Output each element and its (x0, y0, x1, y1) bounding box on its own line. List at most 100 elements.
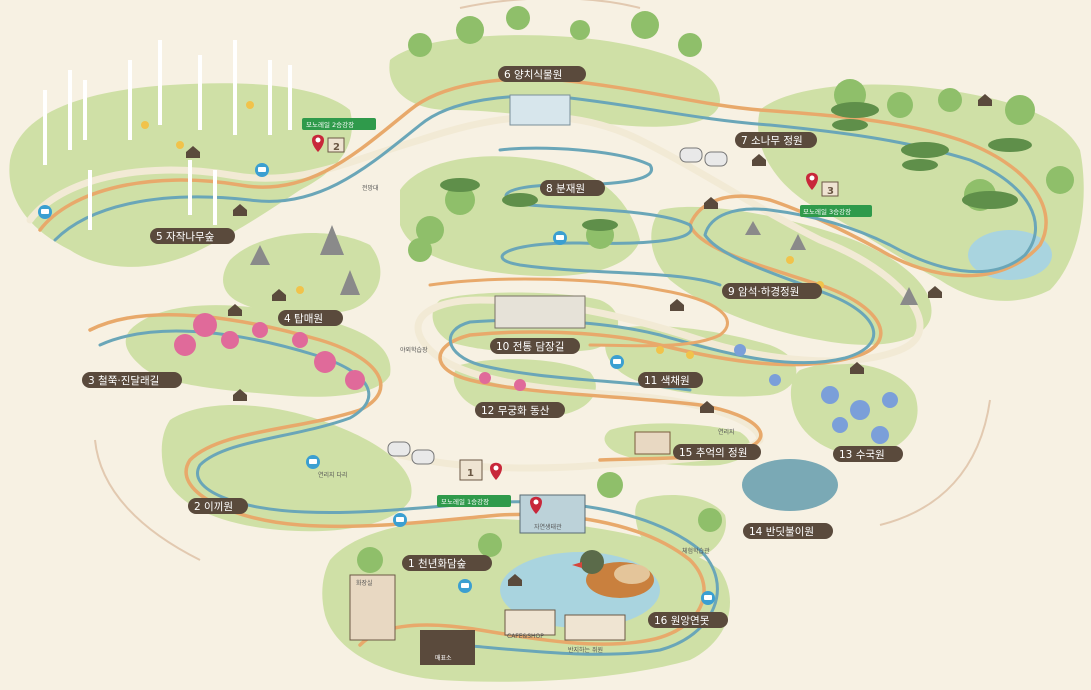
path-bonsai-teal (498, 146, 722, 287)
land-azalea (125, 305, 391, 397)
bus-icon[interactable] (393, 513, 407, 527)
decorative-arrows (94, 0, 991, 561)
pin-station-2[interactable] (312, 134, 324, 152)
arrow-top (459, 0, 641, 9)
ticket-building (420, 630, 475, 665)
zone-label-8: 8 분재원 (540, 180, 605, 196)
eco-center-label: 자연생태관 (534, 523, 562, 531)
memory-house (634, 431, 671, 455)
shelter-icon (228, 304, 242, 316)
bus-icon[interactable] (610, 355, 624, 369)
svg-text:13 수국원: 13 수국원 (839, 449, 885, 461)
rocks (250, 221, 918, 305)
outdoor-class-label: 야외학습장 (400, 346, 428, 354)
svg-text:2: 2 (333, 142, 340, 153)
land-center (400, 156, 640, 277)
restroom-label: 화장실 (356, 579, 373, 587)
station-2[interactable]: 모노레일 2승강장 2 (302, 118, 376, 153)
location-pins (312, 134, 818, 514)
pin-eco-center[interactable] (530, 496, 542, 514)
station-3[interactable]: 모노레일 3승강장 3 (800, 181, 872, 217)
traditional-wall (494, 295, 586, 329)
bus-icon[interactable] (458, 579, 472, 593)
bus-icon[interactable] (255, 163, 269, 177)
shelter-icon (233, 389, 247, 401)
book-label: 반지하는 쥐원 (568, 646, 603, 654)
svg-text:12 무궁화 동산: 12 무궁화 동산 (481, 405, 550, 417)
pin-station-3[interactable] (806, 172, 818, 190)
zone-label-5: 5 자작나무숲 (150, 228, 235, 244)
path-lower-orange (88, 312, 706, 647)
shelter-icon (978, 94, 992, 106)
bus-icon[interactable] (38, 205, 52, 219)
svg-text:모노레일 1승강장: 모노레일 1승강장 (441, 497, 489, 506)
station-1-house (459, 459, 483, 481)
shelter-icon (752, 154, 766, 166)
shelter-icon (928, 286, 942, 298)
svg-text:모노레일 3승강장: 모노레일 3승강장 (803, 207, 851, 216)
bus-icon[interactable] (701, 591, 715, 605)
restroom-building (349, 574, 396, 641)
bus-stop-icons (38, 163, 715, 605)
hydrangea-flowers (734, 344, 898, 444)
svg-text:1: 1 (467, 468, 474, 479)
svg-text:11 색채원: 11 색채원 (644, 375, 690, 387)
svg-text:3 철쭉·진달래길: 3 철쭉·진달래길 (88, 374, 159, 387)
shelter-icon (670, 299, 684, 311)
book-building (564, 614, 626, 641)
bus-icon[interactable] (306, 455, 320, 469)
shelter-icon (186, 146, 200, 158)
ticket-label: 매표소 (435, 654, 452, 662)
experience-label: 체험학습관 (682, 547, 710, 555)
svg-text:모노레일 2승강장: 모노레일 2승강장 (306, 120, 354, 129)
arrow-right (879, 399, 991, 526)
zone-label-12: 12 무궁화 동산 (475, 402, 565, 418)
zone-label-10: 10 전통 담장길 (490, 338, 580, 354)
zone-label-3: 3 철쭉·진달래길 (82, 372, 182, 388)
svg-text:3: 3 (827, 186, 834, 197)
observatory-label: 전망대 (362, 184, 379, 192)
round-trees (357, 6, 1074, 573)
birch-trees (43, 40, 292, 230)
path-center-loop-orange (428, 277, 729, 348)
shelter-icon (850, 362, 864, 374)
cafe-label: CAFE&SHOP (507, 633, 544, 640)
pond-pine-garden (968, 230, 1052, 280)
shelter-icon (508, 574, 522, 586)
station-3-house (821, 181, 839, 197)
pin-station-1[interactable] (490, 462, 502, 480)
station-1[interactable]: 모노레일 1승강장 1 (437, 459, 511, 507)
shelter-icon (700, 401, 714, 413)
mandarin-duck-illustration (572, 550, 654, 598)
yeonri-bridge-label: 연리지 다리 (318, 471, 348, 479)
svg-text:9 암석·하경정원: 9 암석·하경정원 (728, 285, 799, 298)
monorail-car-icon (679, 147, 728, 167)
cafe-building (504, 609, 556, 636)
trees (43, 6, 1074, 573)
svg-text:8 분재원: 8 분재원 (546, 183, 585, 195)
zone-label-11: 11 색채원 (638, 372, 703, 388)
zone-label-4: 4 탑매원 (278, 310, 343, 326)
svg-text:4 탑매원: 4 탑매원 (284, 313, 323, 325)
svg-text:2 이끼원: 2 이끼원 (194, 501, 233, 513)
svg-text:16 원앙연못: 16 원앙연못 (654, 615, 710, 627)
zone-label-2: 2 이끼원 (188, 498, 248, 514)
path-lower-blue (98, 329, 719, 656)
land-left-north (9, 83, 352, 267)
zone-label-16: 16 원앙연못 (648, 612, 728, 628)
monorail-cars (387, 147, 728, 465)
svg-text:6 양치식물원: 6 양치식물원 (504, 69, 562, 81)
zone-label-7: 7 소나무 정원 (735, 132, 817, 148)
monorail-car-icon (387, 441, 435, 465)
svg-text:1 천년화담숲: 1 천년화담숲 (408, 558, 467, 570)
zone-label-13: 13 수국원 (833, 446, 903, 462)
zone-label-1: 1 천년화담숲 (402, 555, 492, 571)
svg-text:10 전통 담장길: 10 전통 담장길 (496, 340, 564, 353)
bus-icon[interactable] (553, 231, 567, 245)
svg-text:7 소나무 정원: 7 소나무 정원 (741, 135, 803, 147)
zone-label-9: 9 암석·하경정원 (722, 283, 822, 299)
exhibition-label: 연리지 (718, 428, 735, 436)
station-2-house (327, 137, 345, 153)
pine-trees (440, 102, 1032, 231)
